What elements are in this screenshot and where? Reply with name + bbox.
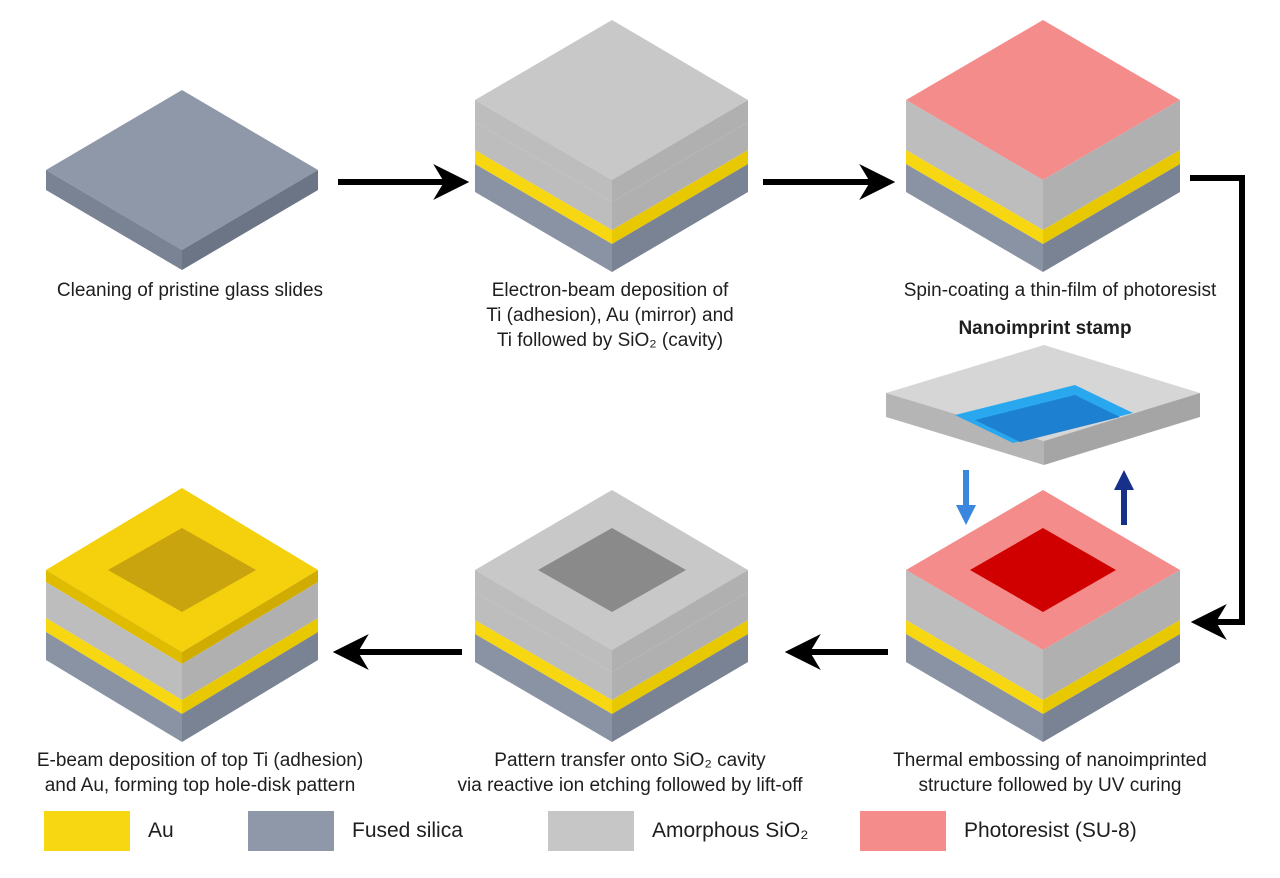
caption-line: via reactive ion etching followed by lif…	[457, 775, 803, 796]
nanoimprint-stamp	[886, 345, 1200, 465]
stamp-up-arrow	[1114, 470, 1134, 525]
legend-swatch-au	[44, 811, 130, 851]
step-5-caption: Pattern transfer onto SiO₂ cavity via re…	[420, 748, 840, 798]
caption-line: Electron-beam deposition of	[491, 280, 729, 301]
embossed-stack-block	[906, 490, 1180, 742]
caption-line: Spin-coating a thin-film of photoresist	[903, 280, 1217, 301]
caption-line: structure followed by UV curing	[918, 775, 1182, 796]
legend-swatch-fused-silica	[248, 811, 334, 851]
stamp-title: Nanoimprint stamp	[958, 318, 1132, 339]
step-3-caption: Spin-coating a thin-film of photoresist	[860, 278, 1260, 303]
legend-swatch-photoresist	[860, 811, 946, 851]
legend-item-au: Au	[44, 810, 174, 852]
legend-swatch-amorphous-sio2	[548, 811, 634, 851]
caption-line: E-beam deposition of top Ti (adhesion)	[36, 750, 364, 771]
arrow-step3-to-step4	[1190, 175, 1245, 640]
caption-line: Pattern transfer onto SiO₂ cavity	[494, 750, 766, 771]
final-gold-stack-block	[46, 488, 318, 742]
caption-line: Cleaning of pristine glass slides	[56, 280, 324, 301]
photoresist-stack-block	[906, 20, 1180, 272]
legend-label: Au	[148, 819, 174, 842]
legend-label: Amorphous SiO₂	[652, 819, 809, 842]
caption-line: Thermal embossing of nanoimprinted	[893, 750, 1207, 771]
legend-label: Photoresist (SU-8)	[964, 819, 1137, 842]
caption-line: Ti (adhesion), Au (mirror) and	[486, 305, 734, 326]
step-4-caption: Thermal embossing of nanoimprinted struc…	[850, 748, 1250, 798]
deposited-stack-block	[475, 20, 748, 272]
step-6-caption: E-beam deposition of top Ti (adhesion) a…	[20, 748, 380, 798]
step-1-caption: Cleaning of pristine glass slides	[30, 278, 350, 303]
etched-stack-block	[475, 490, 748, 742]
step-2-caption: Electron-beam deposition of Ti (adhesion…	[450, 278, 770, 353]
caption-line: and Au, forming top hole-disk pattern	[44, 775, 356, 796]
stamp-down-arrow	[956, 470, 976, 525]
legend-item-fused-silica: Fused silica	[248, 810, 463, 852]
legend-item-photoresist: Photoresist (SU-8)	[860, 810, 1137, 852]
glass-slide-block	[46, 90, 318, 270]
caption-line: Ti followed by SiO₂ (cavity)	[496, 330, 724, 351]
legend-label: Fused silica	[352, 819, 463, 842]
legend-item-amorphous-sio2: Amorphous SiO₂	[548, 810, 808, 852]
